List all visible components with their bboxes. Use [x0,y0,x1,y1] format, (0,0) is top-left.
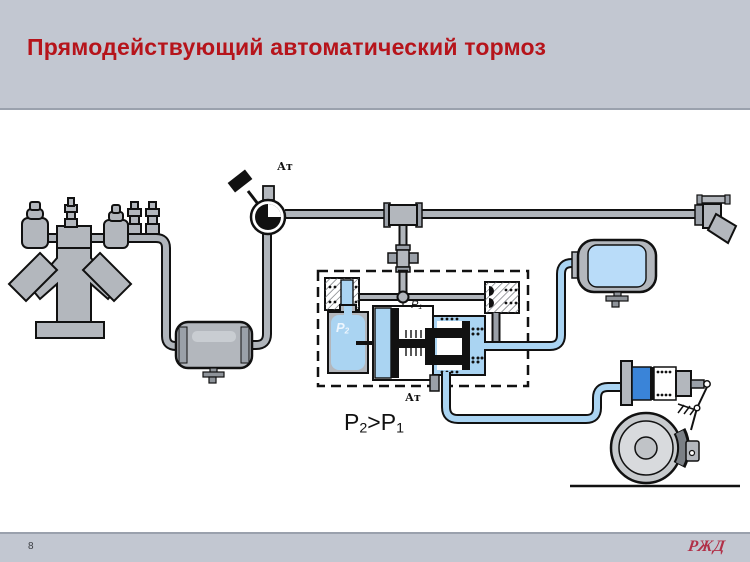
p2-chamber [327,304,369,374]
brake-rigging [677,386,708,431]
label-p1: P1 [411,299,423,312]
spare-reservoir [571,238,658,308]
label-atmosphere-top: Ат [277,160,293,173]
supply-pipe [30,233,272,351]
drain-valve [202,367,225,384]
slide-footer: 8 РЖД [0,532,750,562]
main-reservoir [174,320,254,384]
label-atmosphere-bottom: Ат [405,391,421,404]
brake-cylinder [620,360,711,406]
compressor [7,197,160,339]
air-distributor-box [316,269,530,388]
air-distributor [324,277,520,392]
slide-header: Прямодействующий автоматический тормоз [0,0,750,110]
wheel [609,411,683,485]
exhaust-stub [429,374,440,392]
end-cock [694,194,738,245]
label-p2: P2 [336,320,350,336]
label-pressure-formula: P2>P1 [344,409,404,437]
valve-body [425,315,486,376]
piston [372,305,435,381]
drain-valve [605,291,629,308]
tee-junction [383,202,423,228]
rzd-logo: РЖД [687,538,728,555]
brake-system-diagram [7,169,740,488]
right-connector [484,281,520,314]
isolation-valve [387,244,419,273]
page-number: 8 [28,541,34,552]
drivers-brake-valve [227,169,287,236]
brake-shoe [673,428,700,468]
cylinder-pipe [441,372,624,424]
reservoir-pipe [484,258,582,351]
slide-title: Прямодействующий автоматический тормоз [27,34,547,60]
